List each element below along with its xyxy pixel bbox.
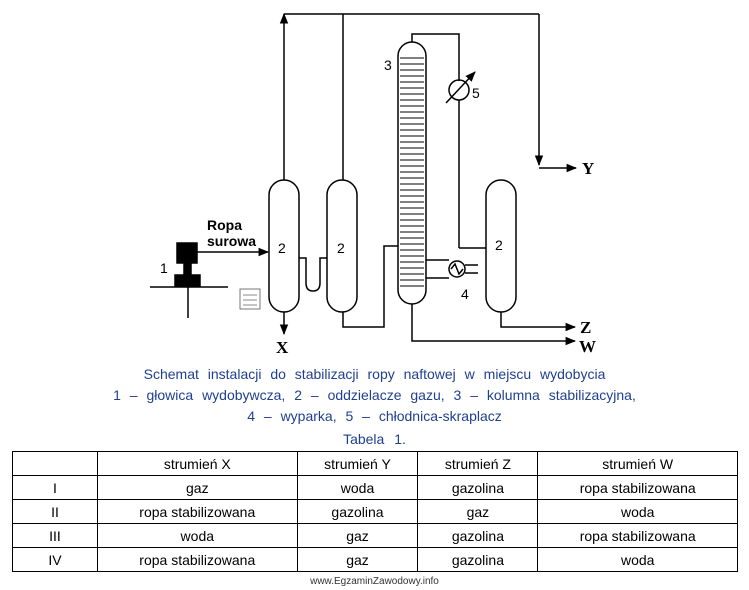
table-title: Tabela 1. bbox=[343, 431, 406, 447]
table-cell: ropa stabilizowana bbox=[537, 475, 738, 500]
label-2b: 2 bbox=[337, 240, 345, 256]
caption-line-1: Schemat instalacji do stabilizacji ropy … bbox=[143, 366, 606, 382]
label-2a: 2 bbox=[278, 240, 286, 256]
table-cell: I bbox=[12, 475, 98, 500]
table-row: I gaz woda gazolina ropa stabilizowana bbox=[12, 475, 738, 500]
table-cell: ropa stabilizowana bbox=[97, 547, 298, 572]
table-cell: gaz bbox=[97, 475, 298, 500]
table-cell: woda bbox=[97, 523, 298, 548]
table-cell: gazolina bbox=[417, 547, 539, 572]
table-cell: ropa stabilizowana bbox=[97, 499, 298, 524]
streams-table: strumień X strumień Y strumień Z strumie… bbox=[12, 451, 738, 572]
label-y: Y bbox=[582, 159, 594, 178]
header-cell: strumień Z bbox=[417, 451, 539, 476]
header-cell: strumień X bbox=[97, 451, 298, 476]
table-cell: ropa stabilizowana bbox=[537, 523, 738, 548]
table-row: II ropa stabilizowana gazolina gaz woda bbox=[12, 499, 738, 524]
label-x: X bbox=[276, 338, 289, 357]
table-cell: woda bbox=[296, 475, 419, 500]
table-cell: II bbox=[12, 499, 98, 524]
evaporator-icon bbox=[426, 259, 478, 279]
table-cell: gaz bbox=[296, 547, 419, 572]
header-cell: strumień Y bbox=[296, 451, 419, 476]
diagram-caption: Schemat instalacji do stabilizacji ropy … bbox=[0, 364, 749, 427]
table-row: IV ropa stabilizowana gaz gazolina woda bbox=[12, 547, 738, 572]
caption-line-3: 4 – wyparka, 5 – chłodnica-skraplacz bbox=[247, 408, 502, 424]
header-cell: strumień W bbox=[537, 451, 738, 476]
wellhead-icon bbox=[150, 242, 270, 318]
table-header-row: strumień X strumień Y strumień Z strumie… bbox=[12, 451, 738, 476]
label-2c: 2 bbox=[495, 237, 503, 253]
table-cell: III bbox=[12, 523, 98, 548]
table-row: III woda gaz gazolina ropa stabilizowana bbox=[12, 523, 738, 548]
table-cell: gazolina bbox=[417, 475, 539, 500]
process-diagram: Ropa surowa 1 2 2 2 3 4 5 X Y Z W bbox=[150, 12, 596, 357]
label-3: 3 bbox=[384, 57, 392, 73]
label-4: 4 bbox=[461, 286, 469, 302]
table-cell: woda bbox=[537, 499, 738, 524]
gas-separator-2 bbox=[326, 179, 358, 313]
table-cell: IV bbox=[12, 547, 98, 572]
label-1: 1 bbox=[160, 260, 168, 276]
label-w: W bbox=[579, 337, 596, 356]
table-cell: gazolina bbox=[417, 523, 539, 548]
ropa-label-1: Ropa bbox=[207, 217, 242, 233]
stabilization-column bbox=[397, 41, 427, 305]
watermark-box bbox=[239, 288, 261, 310]
header-cell bbox=[12, 451, 98, 476]
table-cell: gaz bbox=[296, 523, 419, 548]
ropa-label-2: surowa bbox=[207, 233, 256, 249]
table-cell: woda bbox=[537, 547, 738, 572]
condenser-icon bbox=[445, 71, 476, 104]
caption-line-2: 1 – głowica wydobywcza, 2 – oddzielacze … bbox=[113, 387, 636, 403]
label-5: 5 bbox=[472, 85, 480, 101]
watermark-text: www.EgzaminZawodowy.info bbox=[310, 576, 439, 587]
table-cell: gaz bbox=[417, 499, 539, 524]
table-cell: gazolina bbox=[296, 499, 419, 524]
label-z: Z bbox=[580, 318, 591, 337]
